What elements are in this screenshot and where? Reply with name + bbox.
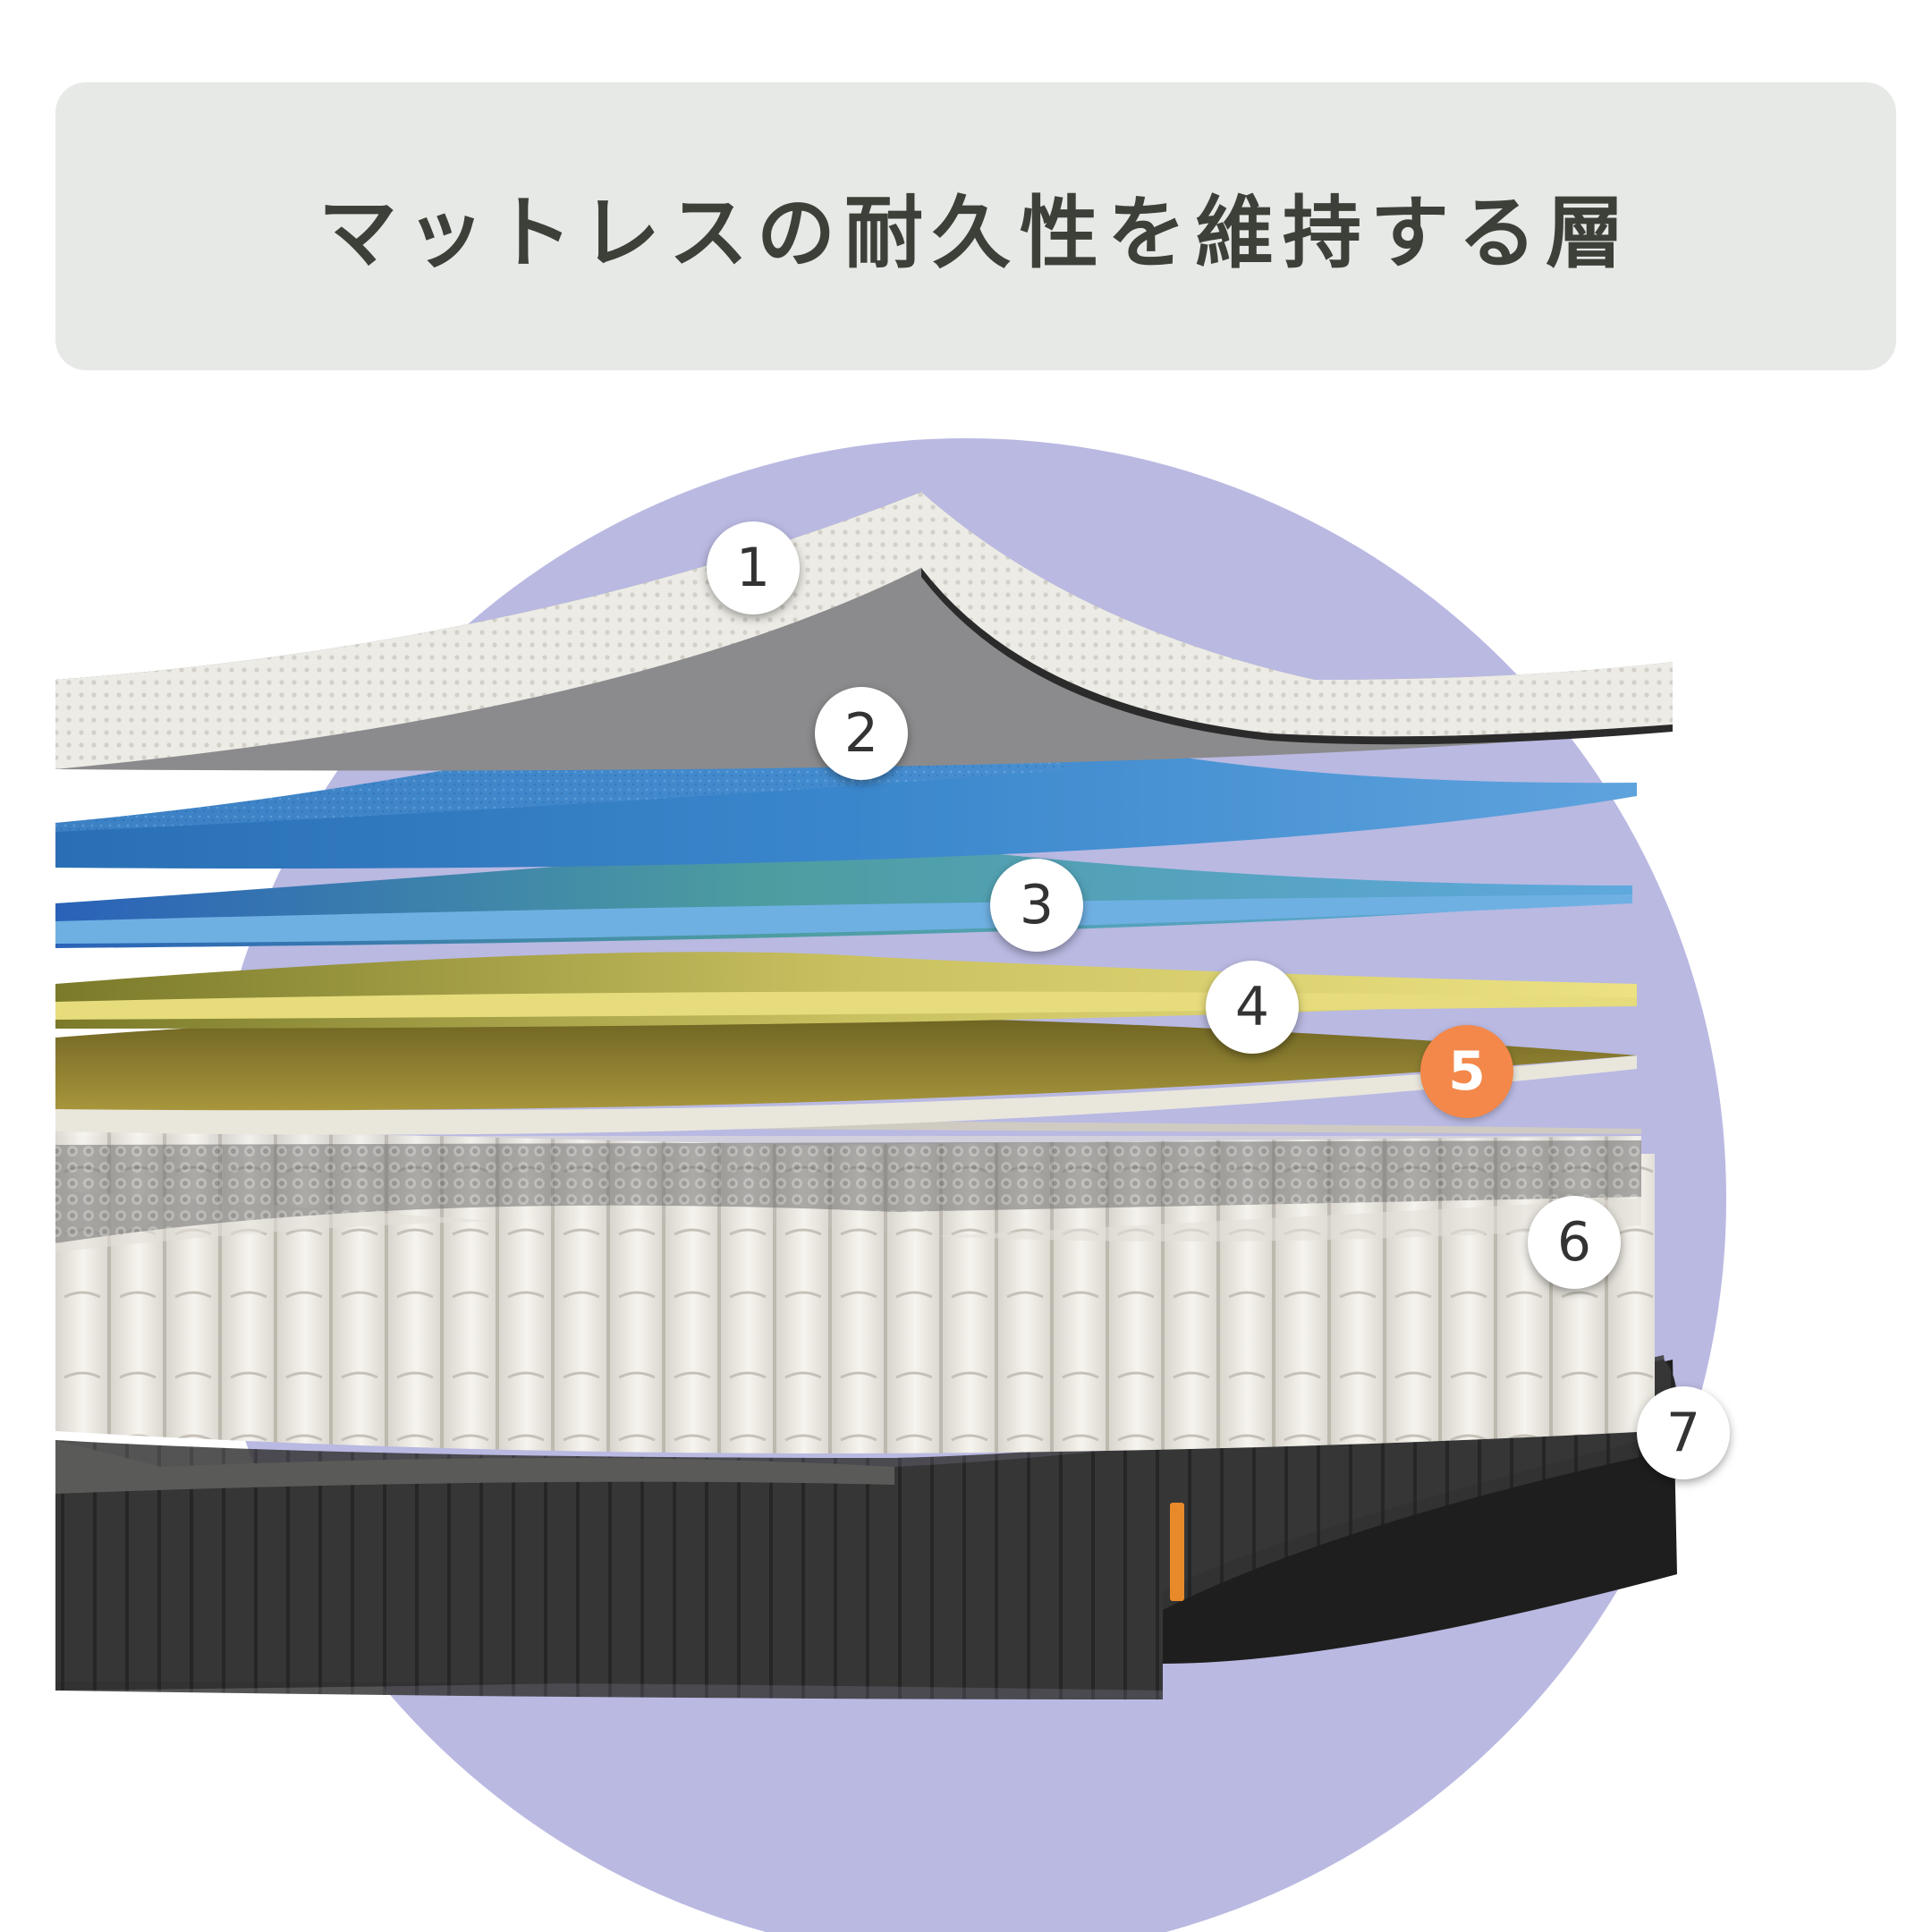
teal-foam-layer xyxy=(55,841,1632,948)
layer-badge-6: 6 xyxy=(1528,1196,1621,1289)
layer-badge-4: 4 xyxy=(1206,961,1299,1054)
layer-badge-2: 2 xyxy=(815,687,908,780)
layer-badge-7: 7 xyxy=(1637,1386,1730,1479)
layer-badge-3: 3 xyxy=(990,859,1083,952)
brand-tag xyxy=(1170,1503,1184,1601)
header-banner: マットレスの耐久性を維持する層 xyxy=(55,82,1896,370)
page-title: マットレスの耐久性を維持する層 xyxy=(318,186,1633,279)
cover-layer xyxy=(55,492,1673,771)
pocket-spring-layer xyxy=(55,1119,1655,1453)
layer-badge-5: 5 xyxy=(1420,1025,1513,1118)
layer-badge-1: 1 xyxy=(707,521,800,614)
